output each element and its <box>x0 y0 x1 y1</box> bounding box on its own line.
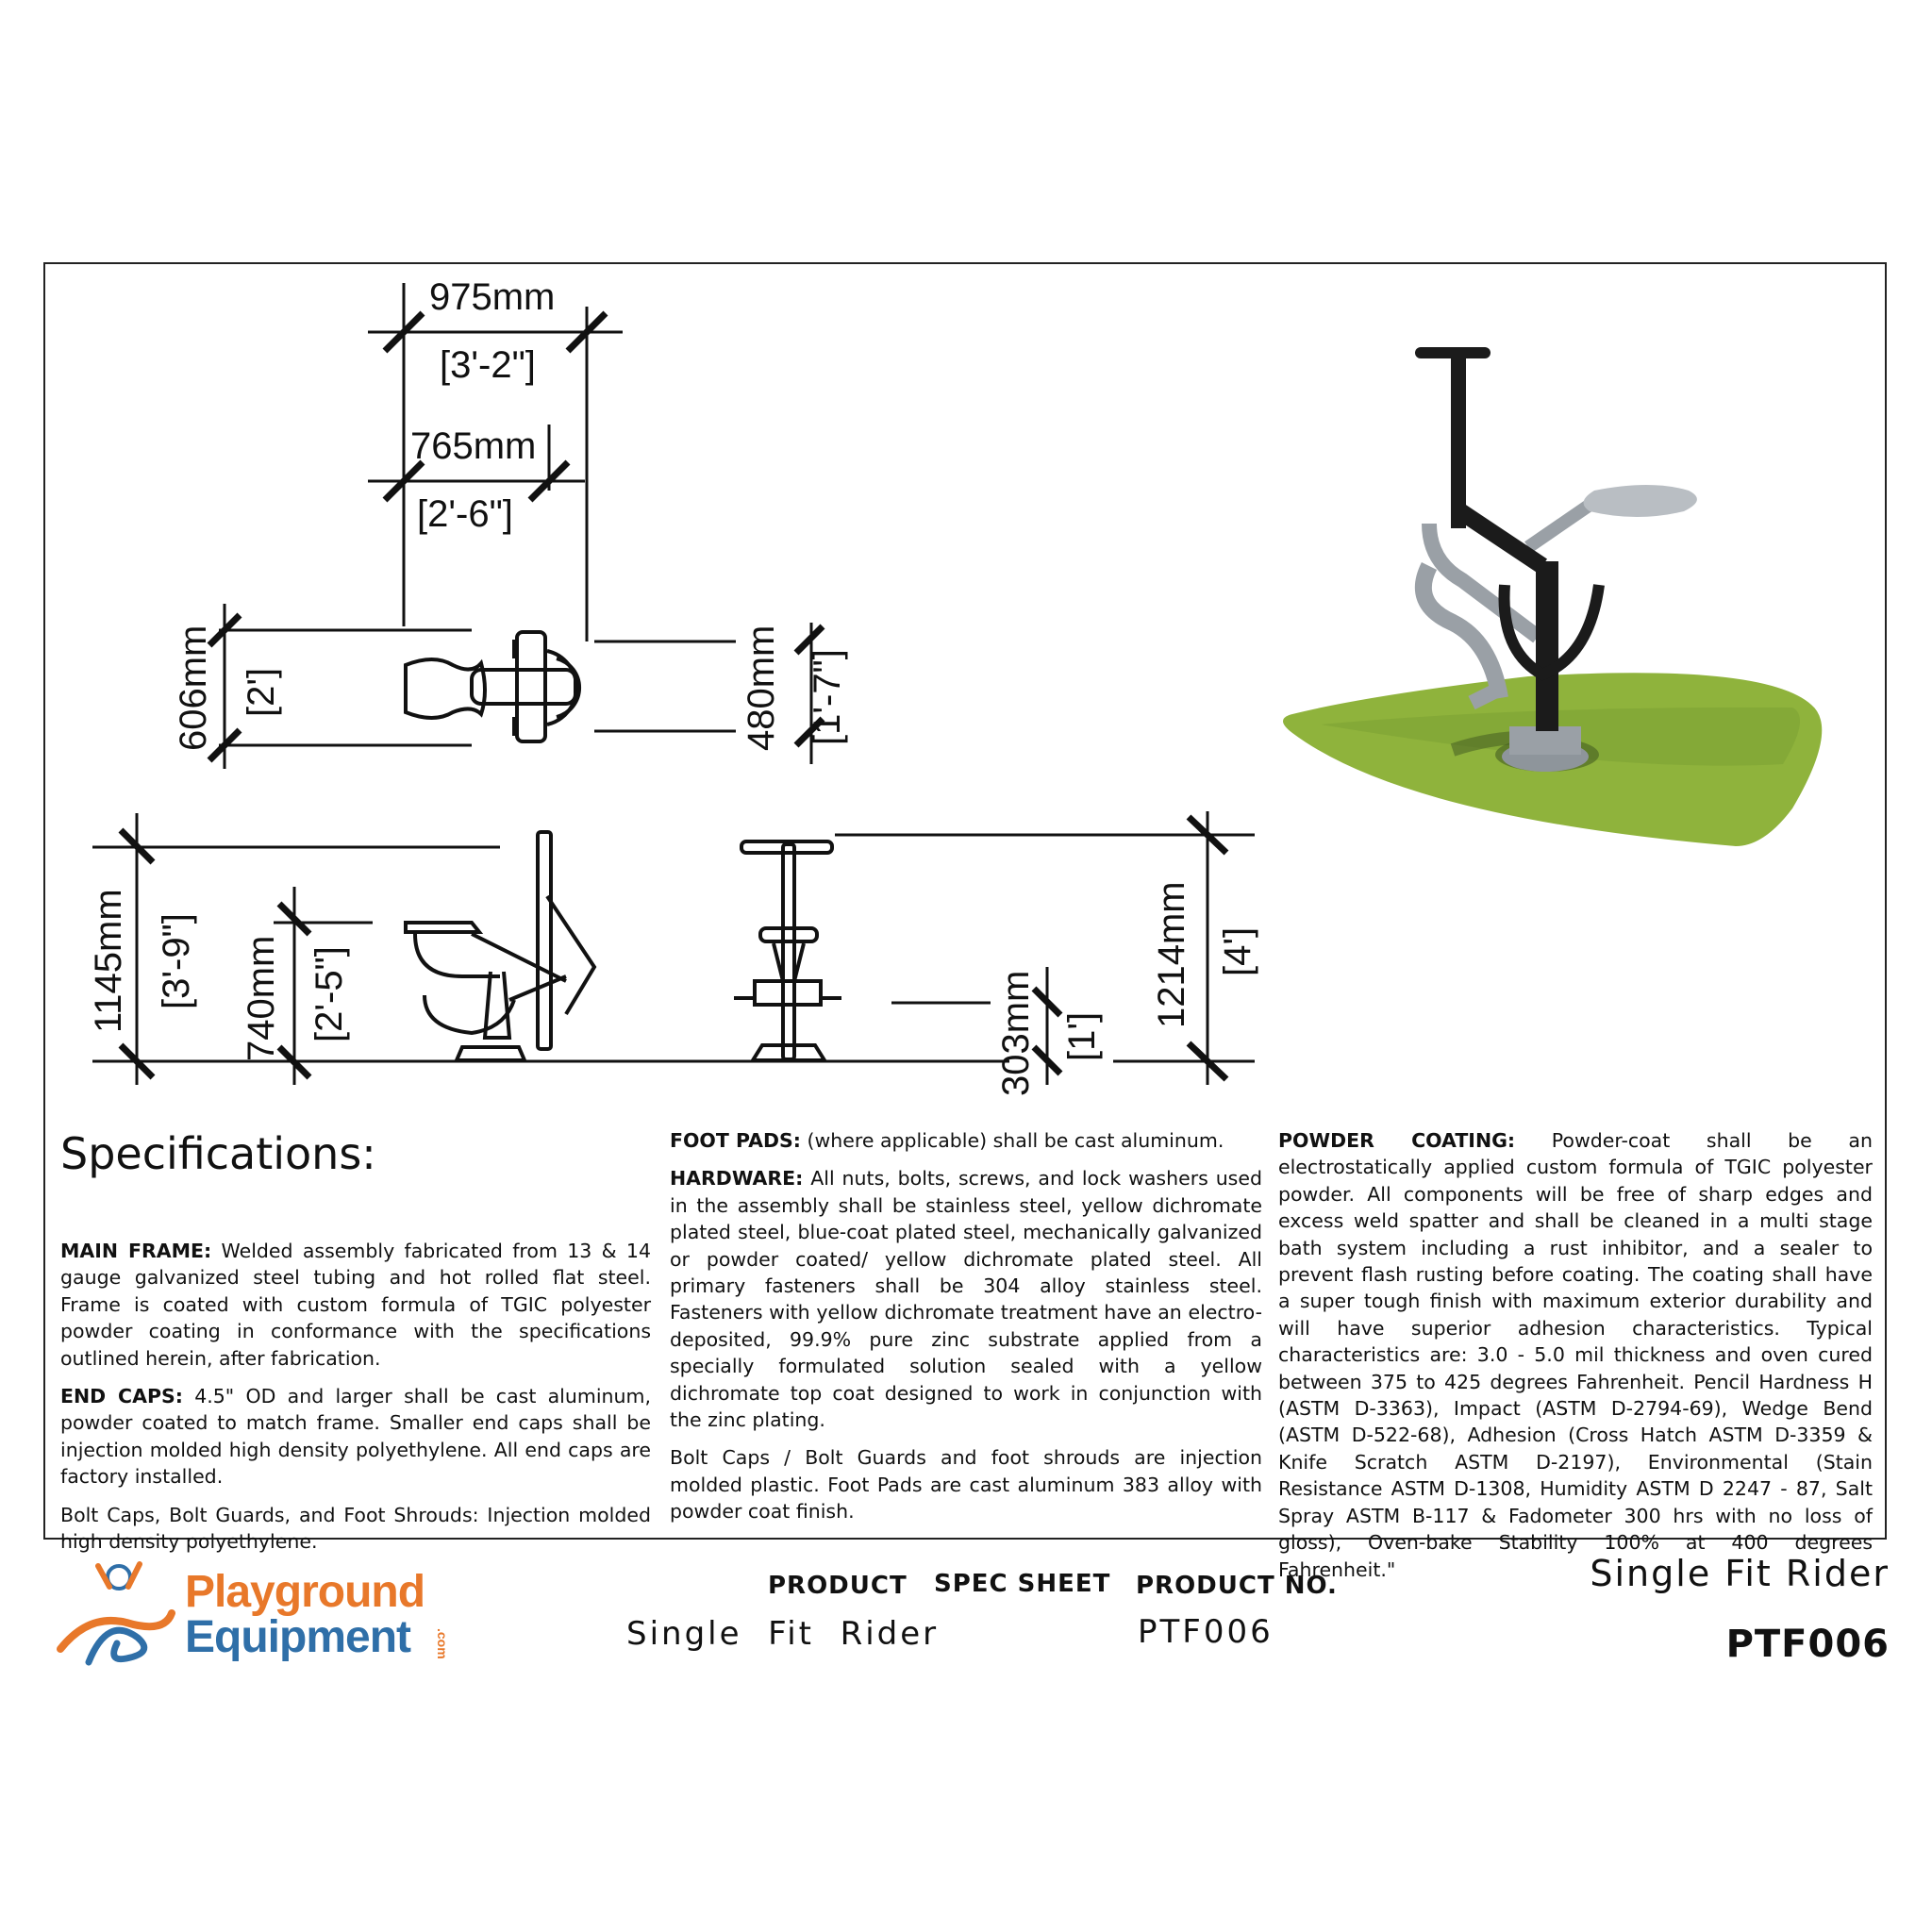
logo-figure-icon <box>57 1561 175 1666</box>
spec-column-middle: FOOT PADS: (where applicable) shall be c… <box>670 1127 1262 1537</box>
bolt-caps-spec: Bolt Caps, Bolt Guards, and Foot Shrouds… <box>60 1503 651 1554</box>
dim-480mm-imperial: [1'-7"] <box>807 649 848 745</box>
product-label: PRODUCT <box>768 1572 908 1600</box>
logo-text-equipment: Equipment <box>185 1612 411 1662</box>
product-number-value: PTF006 <box>1138 1613 1274 1651</box>
specifications-title: Specifications: <box>60 1128 376 1179</box>
dim-765mm: 765mm <box>410 425 536 467</box>
dim-1214mm-imperial: [4'] <box>1217 927 1258 976</box>
foot-pads-spec: FOOT PADS: (where applicable) shall be c… <box>670 1129 1224 1152</box>
product-name-value: Single Fit Rider <box>626 1615 940 1653</box>
dim-303mm: 303mm <box>995 971 1037 1096</box>
front-elevation-drawing <box>734 840 841 1062</box>
spec-sheet-label: SPEC SHEET <box>934 1570 1111 1598</box>
dim-975mm-imperial: [3'-2"] <box>440 344 536 386</box>
powder-coating-spec: POWDER COATING: Powder-coat shall be an … <box>1278 1129 1873 1581</box>
playground-equipment-logo: Playground Equipment .com <box>51 1557 457 1670</box>
logo-text-playground: Playground <box>185 1567 425 1617</box>
product-code: PTF006 <box>1725 1623 1890 1666</box>
product-number-label: PRODUCT NO. <box>1136 1572 1338 1600</box>
dim-303mm-imperial: [1'] <box>1061 1012 1103 1061</box>
drawing-frame <box>43 262 1887 1540</box>
hardware-spec: HARDWARE: All nuts, bolts, screws, and l… <box>670 1167 1262 1432</box>
plan-view-drawing <box>404 630 582 743</box>
bolt-guards-spec: Bolt Caps / Bolt Guards and foot shrouds… <box>670 1446 1262 1524</box>
spec-column-right: POWDER COATING: Powder-coat shall be an … <box>1278 1127 1873 1594</box>
main-frame-spec: MAIN FRAME: Welded assembly fabricated f… <box>60 1240 651 1370</box>
dim-606mm-imperial: [2'] <box>241 668 282 717</box>
dim-765mm-imperial: [2'-6"] <box>417 493 513 535</box>
product-render <box>1283 347 1823 846</box>
product-title: Single Fit Rider <box>1590 1553 1890 1594</box>
logo-text-com: .com <box>435 1628 450 1659</box>
dim-740mm: 740mm <box>241 936 282 1061</box>
dim-1214mm: 1214mm <box>1151 881 1192 1028</box>
spec-column-left: MAIN FRAME: Welded assembly fabricated f… <box>60 1238 651 1566</box>
dim-606mm: 606mm <box>173 625 214 751</box>
dim-975mm: 975mm <box>429 276 555 318</box>
dim-1145mm: 1145mm <box>88 889 129 1033</box>
end-caps-spec: END CAPS: 4.5" OD and larger shall be ca… <box>60 1385 651 1489</box>
dim-740mm-imperial: [2'-5"] <box>308 946 350 1042</box>
side-elevation-drawing <box>404 830 597 1062</box>
dim-480mm: 480mm <box>741 625 782 751</box>
dim-1145mm-imperial: [3'-9"] <box>156 913 197 1009</box>
